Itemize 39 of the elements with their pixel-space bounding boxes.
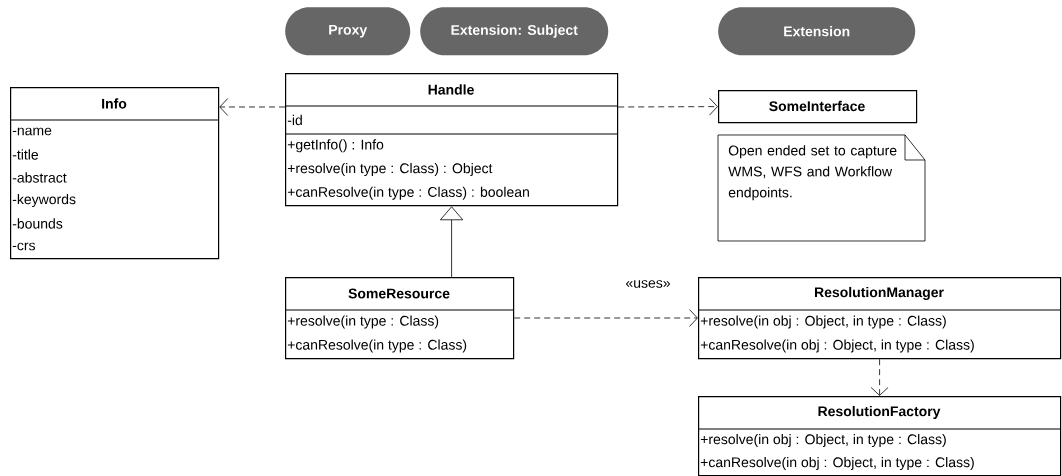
arrow xyxy=(870,358,889,396)
member-text: -name xyxy=(12,127,52,136)
class-box xyxy=(718,90,918,124)
member-text: +resolve(in obj : Object, in type : Class) xyxy=(700,315,946,329)
member-text: -bounds xyxy=(12,218,63,229)
arrow xyxy=(513,309,698,327)
member-text: +canResolve(in obj : Object, in type : Class) xyxy=(700,339,974,353)
member-text: -crs xyxy=(12,242,36,251)
note xyxy=(717,134,926,242)
member-text: -abstract xyxy=(12,172,67,183)
class-name: ResolutionFactory xyxy=(818,405,941,419)
stereotype-pill: Extension xyxy=(718,7,916,56)
member-text: -id xyxy=(287,114,302,126)
member-text: -title xyxy=(12,149,39,160)
arrow xyxy=(617,97,718,116)
class-box xyxy=(284,277,515,360)
class-box xyxy=(697,277,1062,360)
class-box xyxy=(697,396,1062,476)
member-text: +canResolve(in type : Class) xyxy=(287,339,467,353)
member-text: -keywords xyxy=(12,193,76,207)
class-name: SomeResource xyxy=(348,288,450,299)
arrow xyxy=(219,98,286,116)
member-text: +resolve(in type : Class) : Object xyxy=(287,162,493,176)
arrow xyxy=(440,206,464,278)
member-text: +canResolve(in type : Class) : boolean xyxy=(287,186,529,200)
class-box xyxy=(9,87,220,260)
class-box xyxy=(284,73,619,207)
class-name: Info xyxy=(102,98,127,109)
edge-label: «uses» xyxy=(626,280,670,288)
class-name: SomeInterface xyxy=(769,100,865,112)
stereotype-pill: Proxy xyxy=(285,7,411,56)
member-text: +resolve(in type : Class) xyxy=(287,315,439,329)
stereotype-pill: Extension: Subject xyxy=(420,7,609,56)
class-name: ResolutionManager xyxy=(815,286,944,301)
class-name: Handle xyxy=(428,84,474,95)
member-text: +canResolve(in obj : Object, in type : Class) xyxy=(700,456,974,470)
member-text: +getInfo() : Info xyxy=(287,139,384,153)
note-text: Open ended set to capture WMS, WFS and Workflow endpoints. xyxy=(728,145,897,201)
member-text: +resolve(in obj : Object, in type : Class) xyxy=(700,433,946,447)
